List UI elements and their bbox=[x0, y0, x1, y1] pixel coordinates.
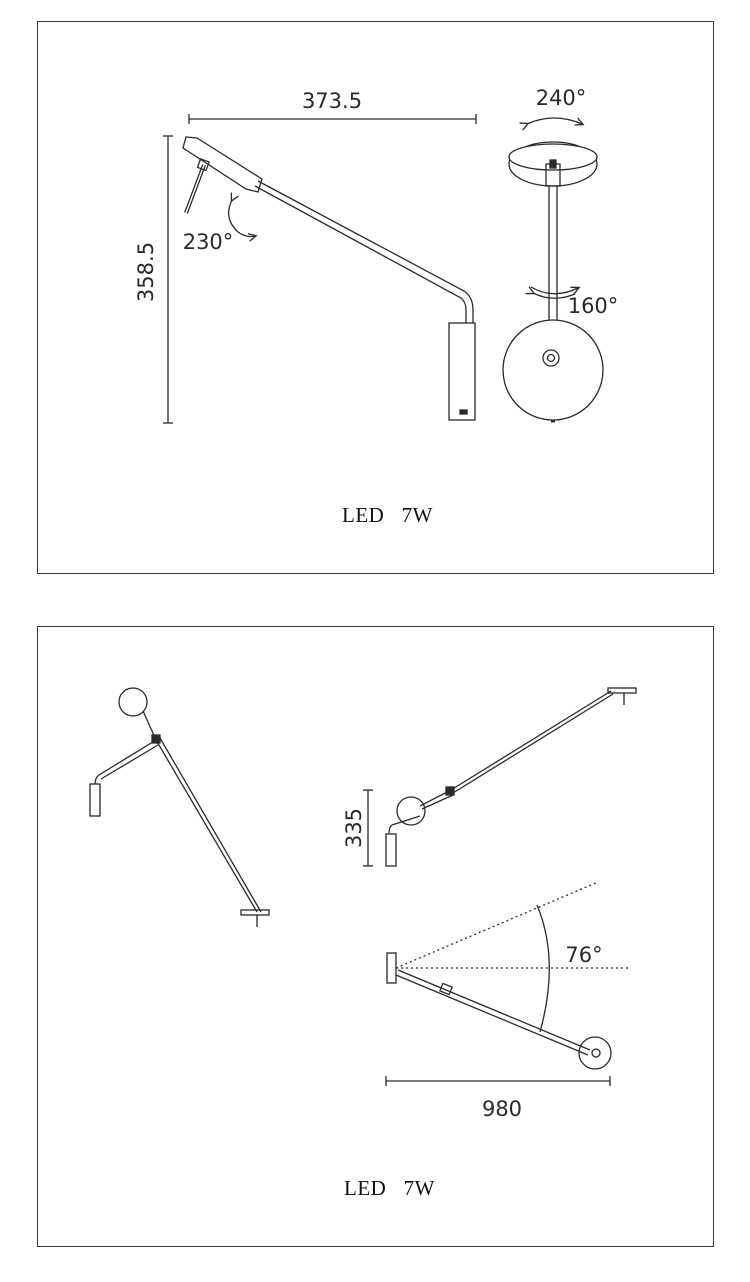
spec-label-bottom: LED 7W bbox=[344, 1176, 435, 1200]
side-view-lamp bbox=[163, 114, 477, 424]
lamp-head bbox=[182, 136, 263, 193]
angled-view-lamp bbox=[89, 687, 270, 927]
reach-label: 980 bbox=[482, 1097, 522, 1121]
canopy-rotation-label: 240° bbox=[536, 86, 587, 110]
height-label: 358.5 bbox=[134, 242, 158, 302]
shade-disc-left bbox=[118, 687, 148, 717]
head-tilt-label: 230° bbox=[183, 230, 234, 254]
reach-diagram-panel bbox=[37, 626, 714, 1247]
swing-angle-label: 76° bbox=[565, 943, 602, 967]
wall-mount-horizontal bbox=[385, 833, 397, 867]
dimension-diagram-panel bbox=[37, 21, 714, 574]
wall-mount-left bbox=[89, 783, 101, 817]
shade-disc-horizontal bbox=[396, 796, 426, 826]
lamp-shade bbox=[502, 319, 604, 421]
wall-mount bbox=[448, 322, 476, 421]
width-label: 373.5 bbox=[302, 89, 362, 113]
spec-label-top: LED 7W bbox=[342, 503, 433, 527]
long-arm-horizontal bbox=[450, 690, 612, 791]
top-view-lamp bbox=[385, 881, 628, 1086]
lamp-arm bbox=[254, 185, 467, 323]
front-view-lamp bbox=[502, 117, 604, 423]
long-arm-top bbox=[397, 969, 591, 1051]
arm-rotation-label: 160° bbox=[568, 294, 619, 318]
long-arm-left bbox=[155, 739, 258, 913]
horizontal-view-lamp bbox=[363, 687, 637, 867]
swing-limit-line bbox=[395, 881, 599, 969]
drop-label: 335 bbox=[342, 808, 366, 848]
shade-disc-top bbox=[578, 1036, 612, 1070]
swing-angle-arc bbox=[536, 904, 550, 1033]
